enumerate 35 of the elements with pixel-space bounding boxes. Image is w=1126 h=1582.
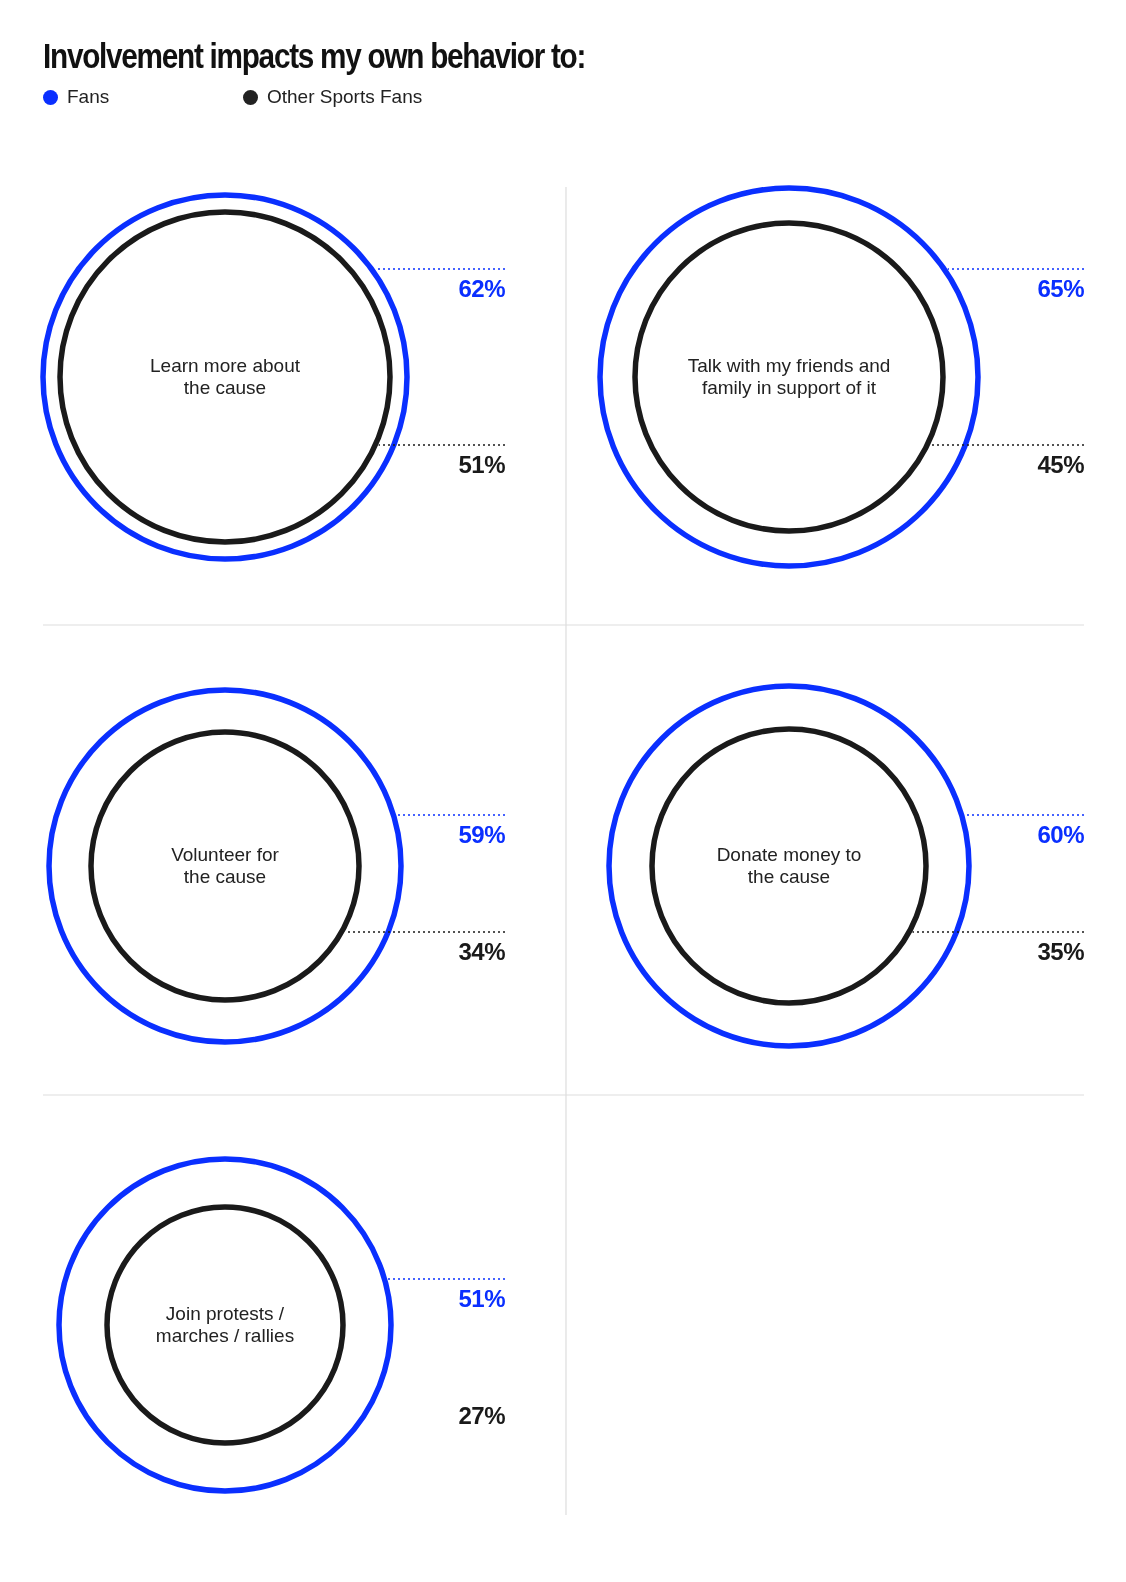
category-label: Donate money to the cause	[715, 844, 863, 888]
leader-line	[395, 814, 506, 816]
percentage-value: 51%	[458, 1279, 505, 1313]
category-circle	[649, 726, 929, 1006]
category-label: Learn more about the cause	[149, 355, 301, 399]
leader-line	[964, 814, 1085, 816]
category-circle	[88, 729, 362, 1003]
outer-ring	[56, 1156, 394, 1494]
leader-line	[377, 444, 506, 446]
percentage-value: 60%	[1037, 815, 1084, 849]
legend-label: Other Sports Fans	[267, 86, 423, 108]
category-label: Talk with my friends and family in support of it	[686, 355, 892, 399]
chart-title: Involvement impacts my own behavior to:	[43, 36, 586, 76]
outer-ring	[46, 687, 404, 1045]
leader-line	[386, 1278, 506, 1280]
category-circle	[104, 1204, 346, 1446]
category-label: Volunteer for the cause	[170, 844, 280, 888]
category-label: Join protests / marches / rallies	[154, 1303, 296, 1347]
percentage-value: 45%	[1037, 445, 1084, 479]
leader-line	[911, 931, 1085, 933]
leader-line	[947, 268, 1085, 270]
percentage-value: 59%	[458, 815, 505, 849]
percentage-value: 51%	[458, 445, 505, 479]
category-circle	[57, 209, 393, 545]
percentage-value: 34%	[458, 932, 505, 966]
outer-ring	[40, 192, 410, 562]
outer-ring	[606, 683, 972, 1049]
legend-label: Fans	[67, 86, 110, 108]
percentage-value: 65%	[1037, 269, 1084, 303]
leader-line	[929, 444, 1085, 446]
percentage-value: 27%	[458, 1401, 505, 1430]
percentage-value: 62%	[458, 269, 505, 303]
outer-ring	[597, 185, 981, 569]
category-circle	[632, 220, 946, 534]
percentage-value: 35%	[1037, 932, 1084, 966]
